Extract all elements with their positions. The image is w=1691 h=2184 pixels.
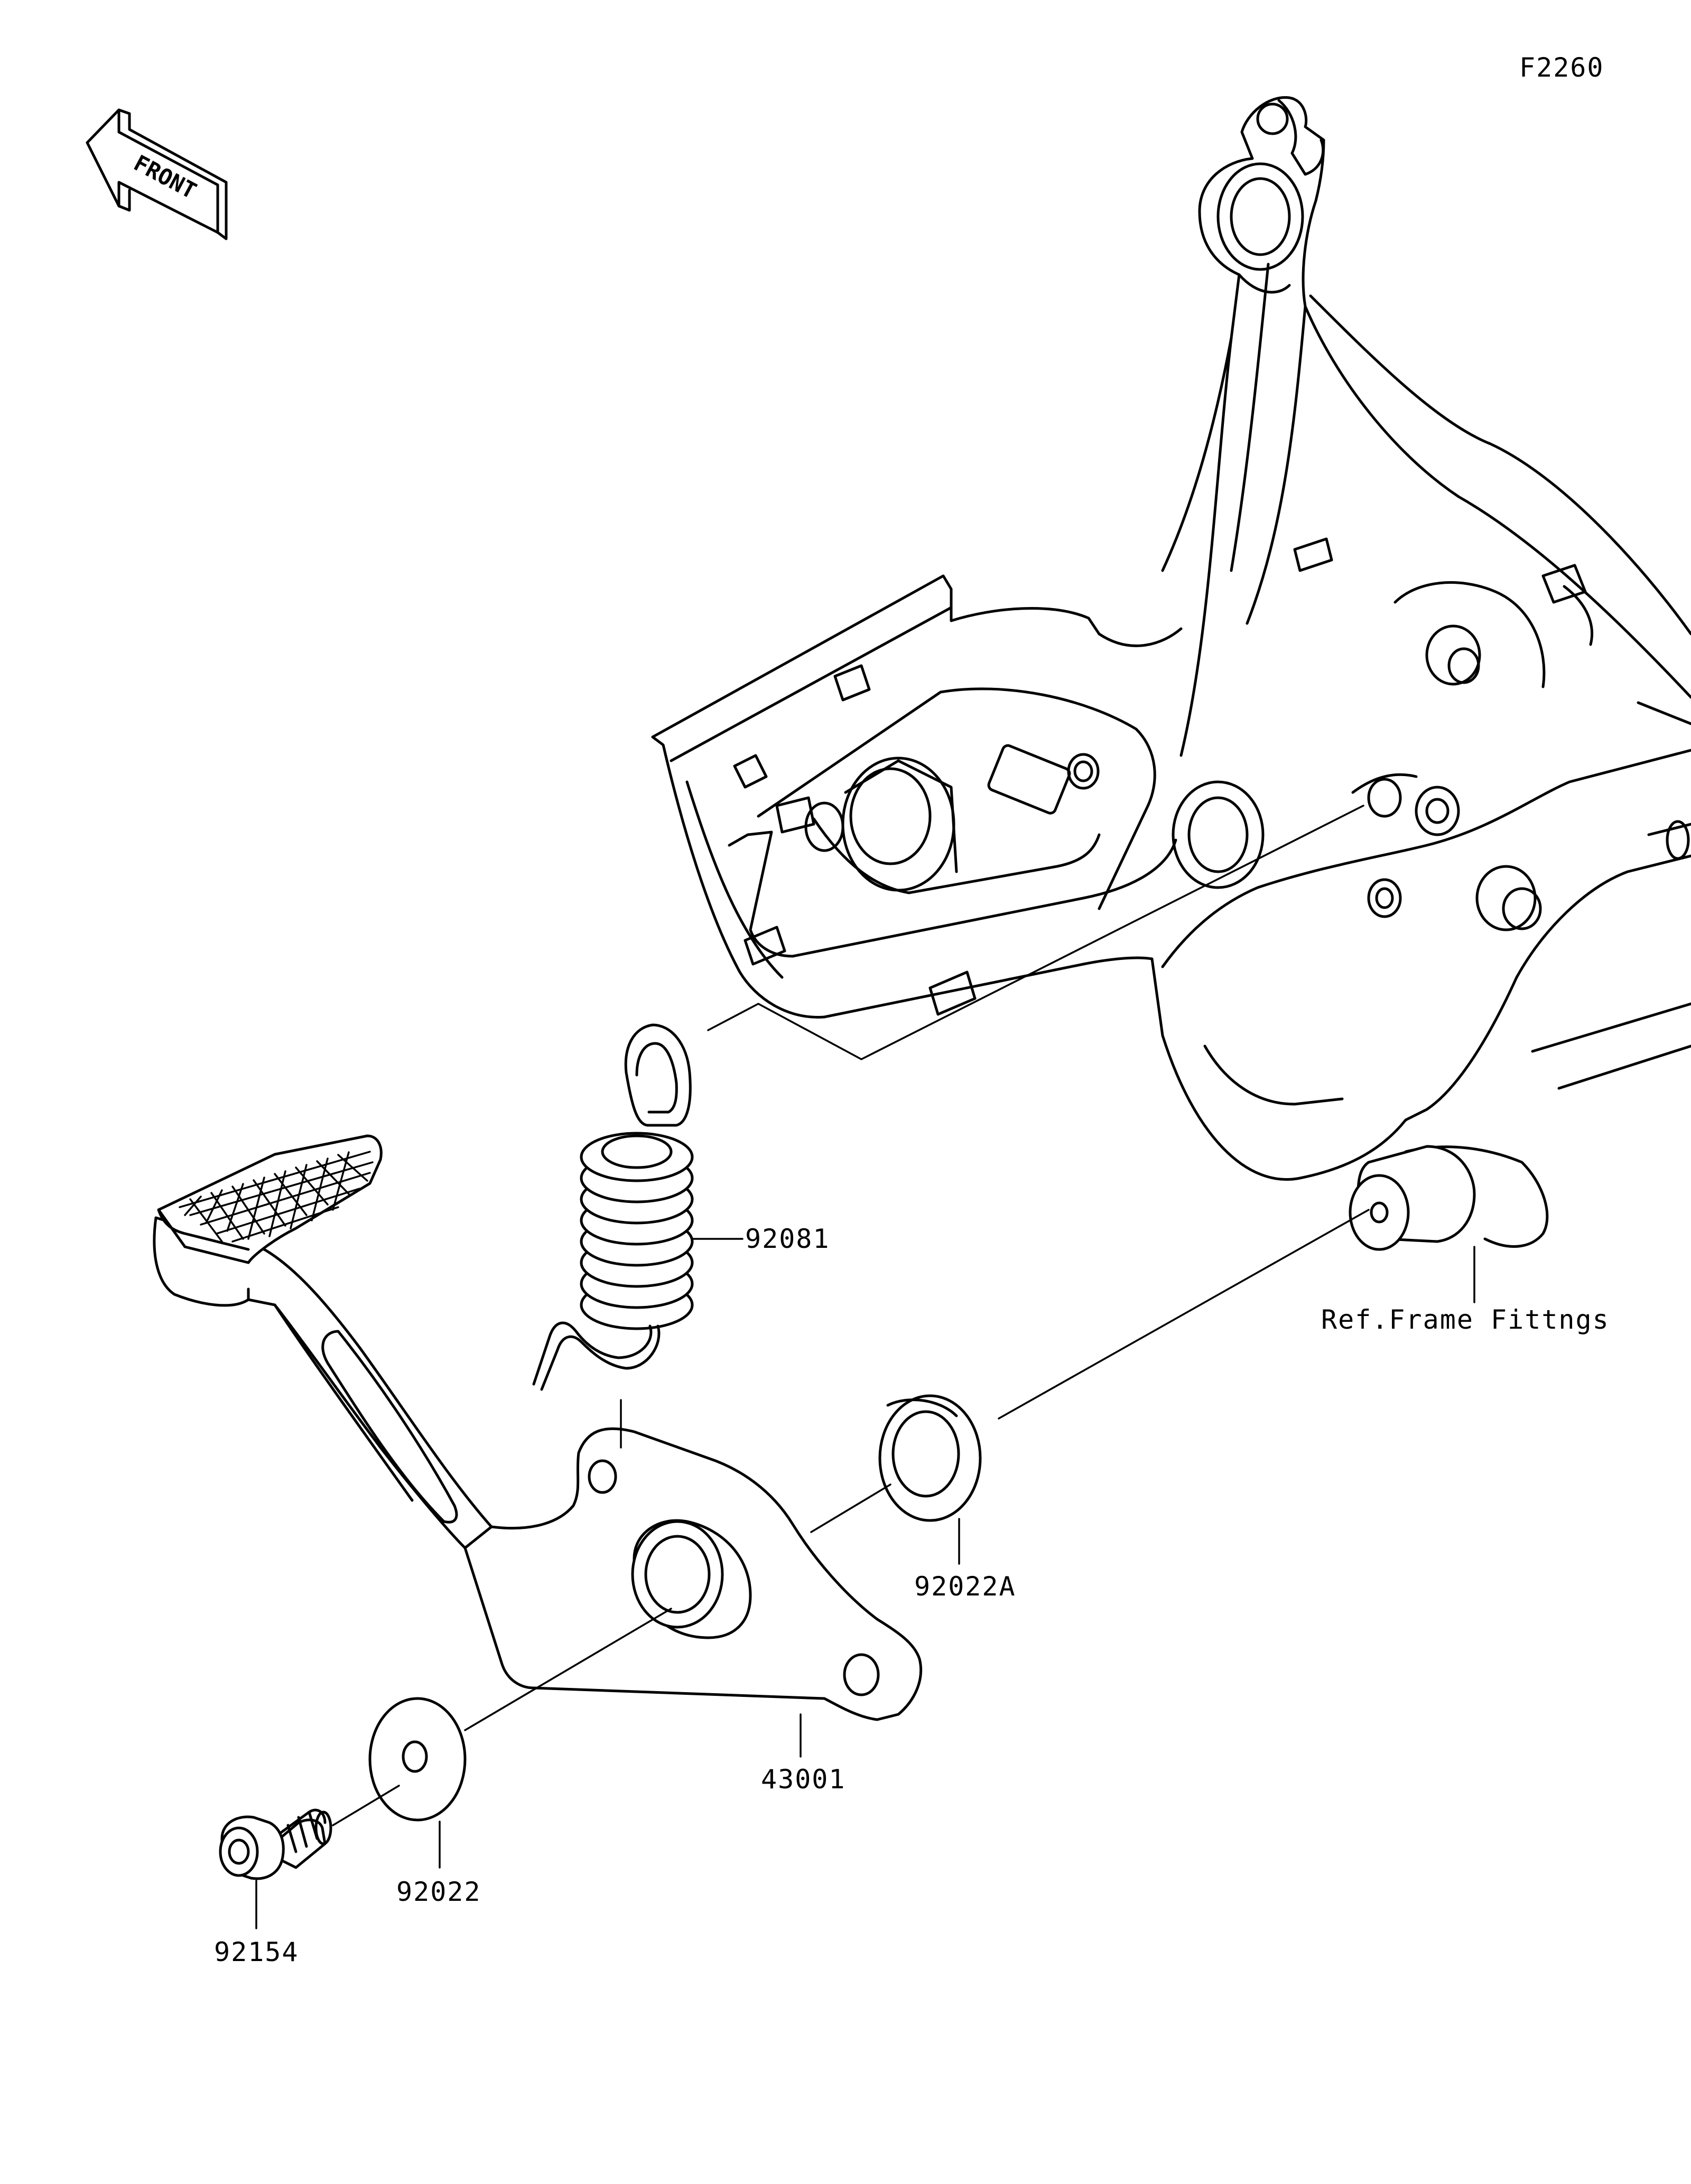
return-spring — [532, 1023, 694, 1391]
bolt-92154 — [219, 1808, 332, 1880]
part-label-92022A: 92022A — [914, 1571, 1016, 1602]
figure-code: F2260 — [1519, 52, 1604, 83]
front-arrow-icon: FRONT — [86, 108, 228, 240]
pedal-grip-pattern — [179, 1151, 374, 1243]
frame-bracket — [651, 96, 1691, 1251]
washer-92022A — [878, 1394, 982, 1522]
part-label-92154: 92154 — [214, 1937, 299, 1967]
washer-92022 — [368, 1697, 467, 1822]
assembly-leader-lines — [255, 805, 1475, 1929]
reference-note: Ref.Frame Fittngs — [1321, 1304, 1610, 1335]
part-label-43001: 43001 — [761, 1764, 846, 1795]
part-label-92081: 92081 — [745, 1224, 830, 1254]
brake-pedal — [153, 1134, 923, 1721]
part-label-92022: 92022 — [396, 1877, 481, 1907]
